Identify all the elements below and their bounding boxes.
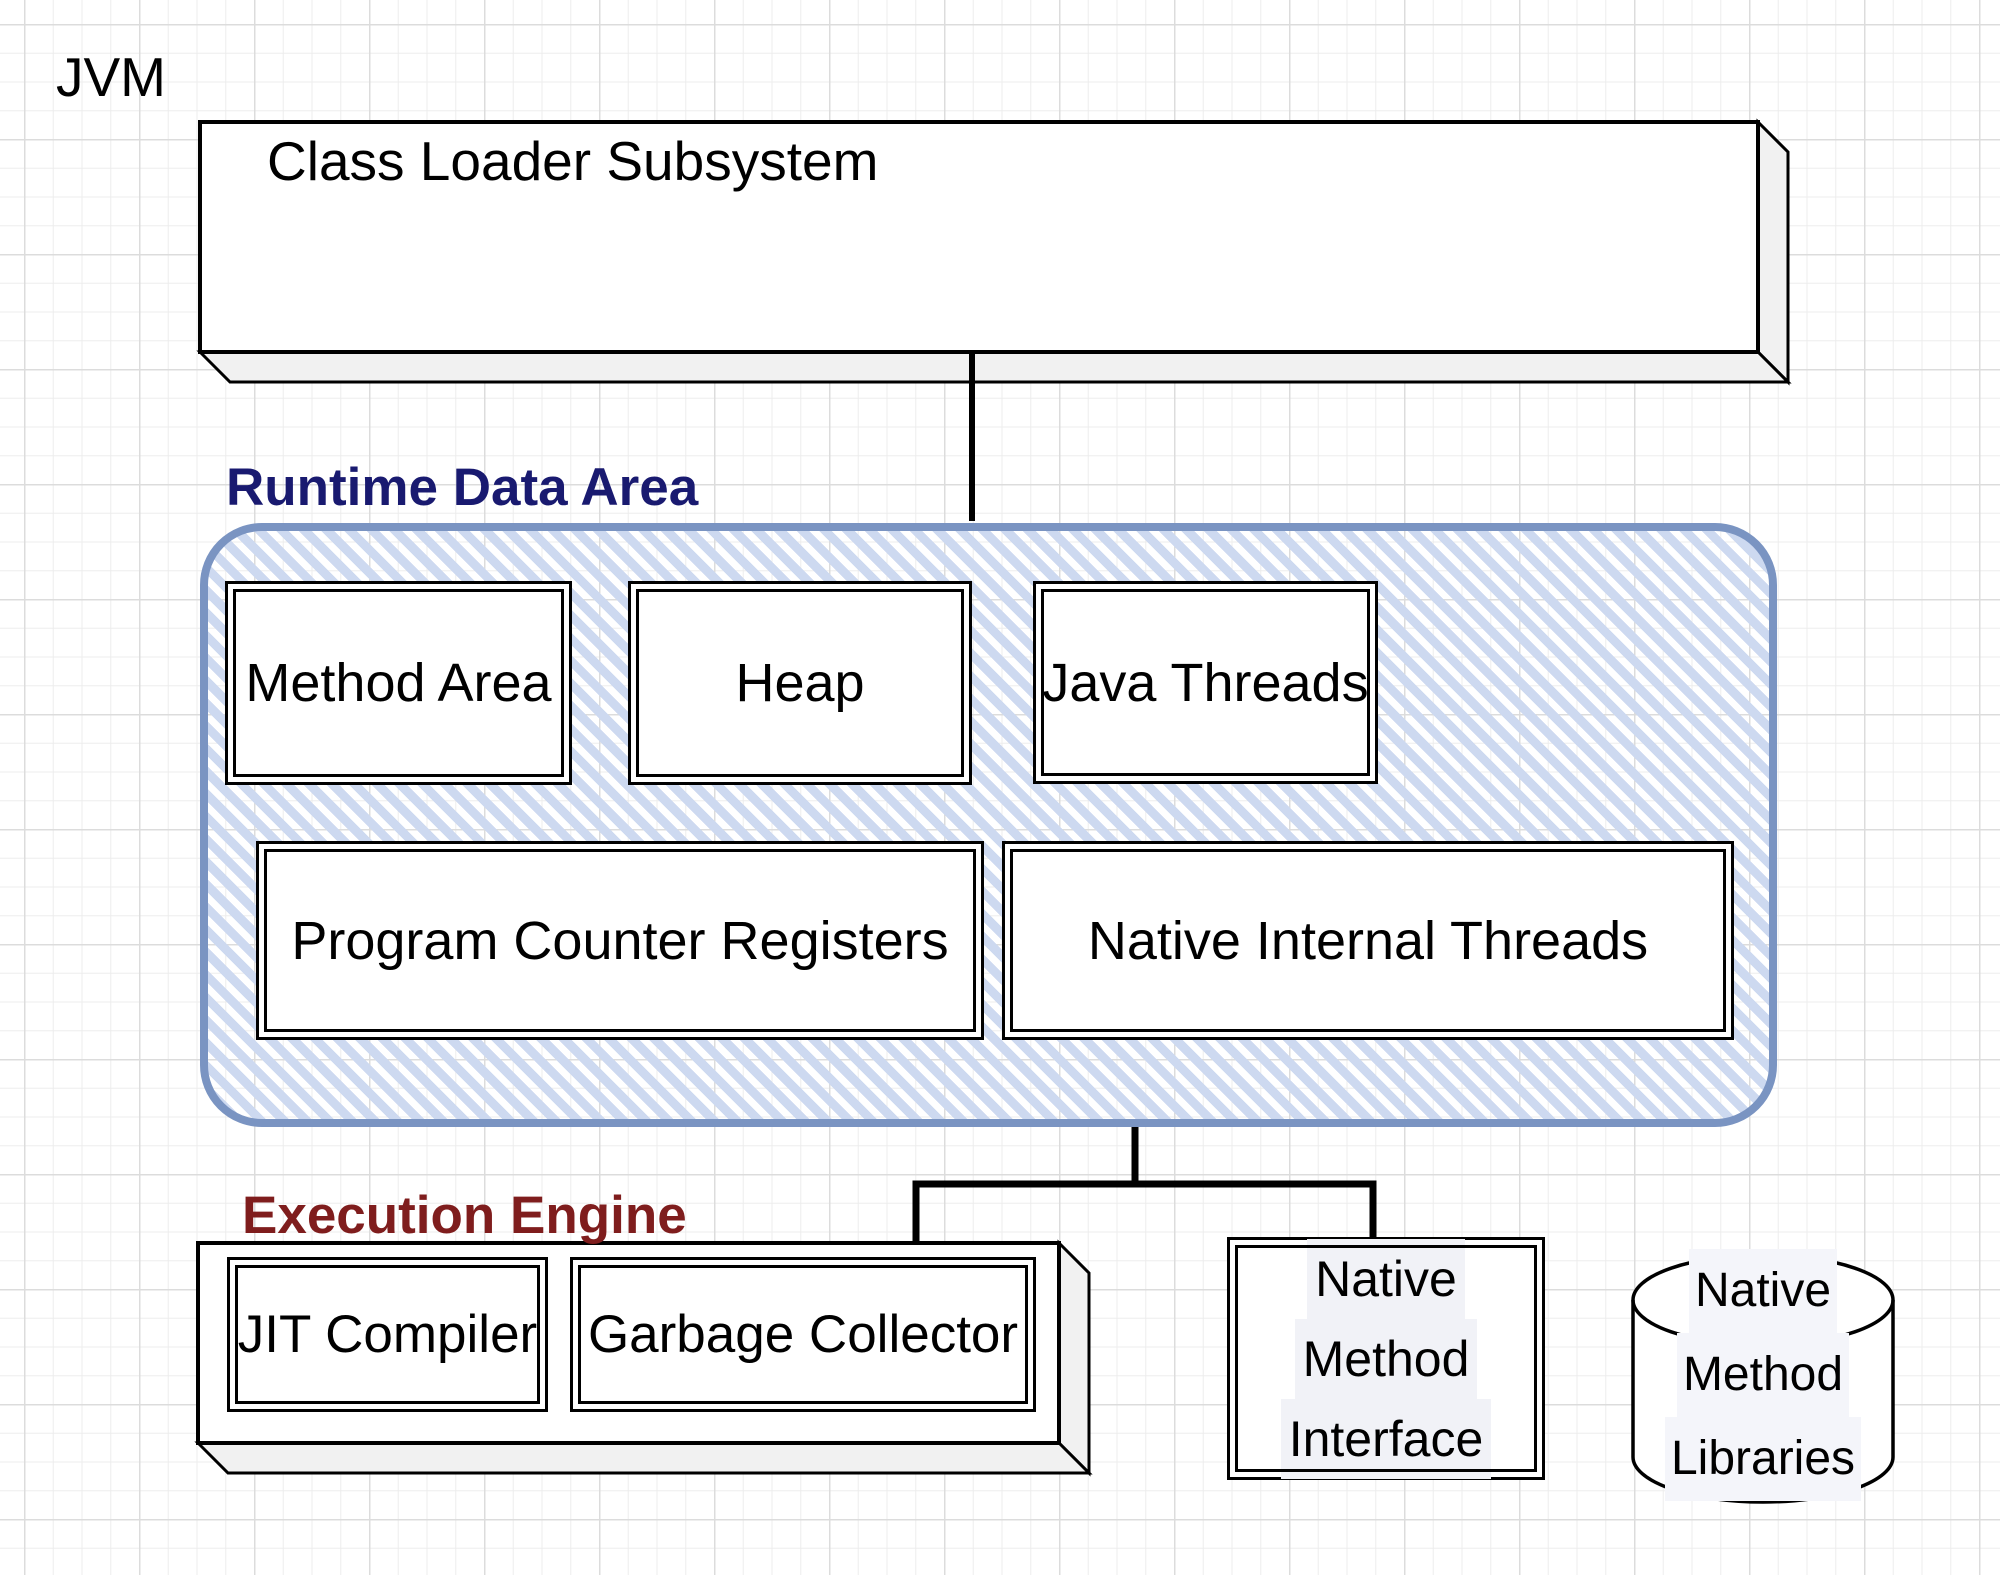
native-method-interface-line3: Interface bbox=[1280, 1398, 1492, 1479]
garbage-collector-label: Garbage Collector bbox=[587, 1305, 1019, 1364]
jit-compiler-label: JIT Compiler bbox=[237, 1305, 538, 1364]
runtime-data-area-label: Runtime Data Area bbox=[226, 458, 699, 517]
class-loader-subsystem-label: Class Loader Subsystem bbox=[267, 130, 879, 192]
native-internal-threads-label: Native Internal Threads bbox=[1087, 910, 1649, 971]
jvm-title: JVM bbox=[56, 46, 166, 108]
java-threads-label: Java Threads bbox=[1042, 652, 1369, 713]
native-method-interface-line2: Method bbox=[1294, 1318, 1478, 1399]
class-loader-subsystem-shape[interactable] bbox=[196, 118, 1792, 386]
heap-label: Heap bbox=[735, 653, 865, 713]
jit-compiler-box[interactable]: JIT Compiler bbox=[227, 1257, 548, 1412]
native-internal-threads-box[interactable]: Native Internal Threads bbox=[1002, 841, 1734, 1040]
native-method-libraries-label: Native Method Libraries bbox=[1633, 1249, 1893, 1501]
program-counter-registers-box[interactable]: Program Counter Registers bbox=[256, 841, 984, 1040]
program-counter-registers-label: Program Counter Registers bbox=[291, 910, 949, 971]
heap-box[interactable]: Heap bbox=[628, 581, 972, 785]
execution-engine-label: Execution Engine bbox=[242, 1186, 687, 1245]
native-method-libraries-line2: Method bbox=[1676, 1333, 1850, 1417]
garbage-collector-box[interactable]: Garbage Collector bbox=[570, 1257, 1036, 1412]
connector-runtime-branches[interactable] bbox=[912, 1180, 1377, 1243]
method-area-box[interactable]: Method Area bbox=[225, 581, 572, 785]
java-threads-box[interactable]: Java Threads bbox=[1033, 581, 1378, 784]
native-method-libraries-line1: Native bbox=[1688, 1249, 1838, 1333]
native-method-interface-box[interactable]: Native Method Interface bbox=[1227, 1237, 1545, 1480]
native-method-interface-line1: Native bbox=[1307, 1238, 1465, 1319]
native-method-libraries-line3: Libraries bbox=[1664, 1417, 1862, 1501]
method-area-label: Method Area bbox=[245, 653, 552, 713]
